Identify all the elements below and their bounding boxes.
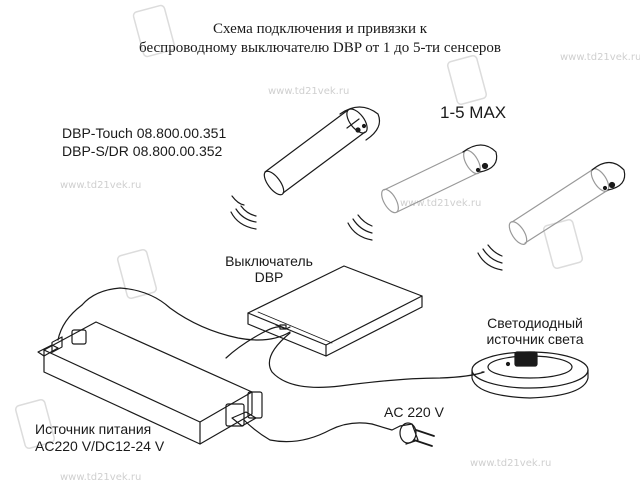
ac-plug xyxy=(371,422,435,447)
sensor-label-sdr: DBP-S/DR 08.800.00.352 xyxy=(62,143,223,159)
power-label-line-2: AC220 V/DC12-24 V xyxy=(35,438,165,454)
watermark-text: www.td21vek.ru xyxy=(268,86,350,97)
wireless-waves-1 xyxy=(230,195,257,230)
watermark-text: www.td21vek.ru xyxy=(470,458,552,469)
power-label-line-1: Источник питания xyxy=(35,421,152,437)
wireless-waves-2 xyxy=(347,214,373,241)
watermark-text: www.td21vek.ru xyxy=(400,198,482,209)
wires xyxy=(57,287,485,443)
ac-voltage-label: AC 220 V xyxy=(384,404,444,420)
watermark-text: www.td21vek.ru xyxy=(60,180,142,191)
watermark-logo xyxy=(14,4,584,449)
watermark-text: www.td21vek.ru xyxy=(560,52,640,63)
sensor-touch xyxy=(263,106,381,196)
sensor-light-1 xyxy=(381,144,498,214)
watermark-text: www.td21vek.ru xyxy=(60,472,142,483)
led-light-source xyxy=(471,351,589,399)
diagram-title-line-1: Схема подключения и привязки к xyxy=(212,21,428,37)
switch-label-line-2: DBP xyxy=(254,269,284,285)
led-label-line-1: Светодиодный xyxy=(487,315,583,331)
switch-label-line-1: Выключатель xyxy=(225,253,313,269)
wireless-waves-3 xyxy=(477,244,503,271)
sensor-light-2 xyxy=(508,161,626,245)
sensor-label-touch: DBP-Touch 08.800.00.351 xyxy=(62,125,227,141)
power-supply-unit xyxy=(37,321,263,445)
led-label-line-2: источник света xyxy=(486,331,584,347)
diagram-title-line-2: беспроводному выключателю DBP от 1 до 5-… xyxy=(139,40,501,56)
max-sensors-label: 1-5 MAX xyxy=(440,103,507,122)
